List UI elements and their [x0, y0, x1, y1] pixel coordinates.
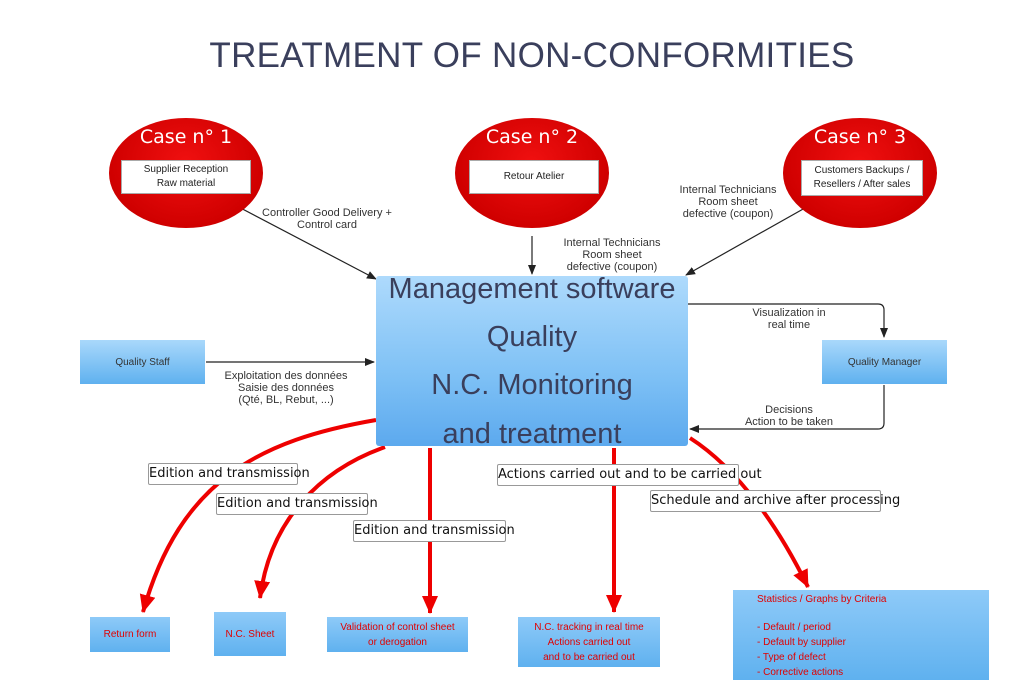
- case-2-circle: Case n° 2 Retour Atelier: [455, 118, 609, 228]
- case3-label-line1: Internal Technicians: [679, 184, 777, 196]
- red-arrow-statistics: [688, 436, 810, 588]
- statistics-spacer: [757, 607, 886, 620]
- staff-label-line3: (Qté, BL, Rebut, ...): [238, 394, 334, 406]
- case-2-box: Retour Atelier: [469, 160, 599, 194]
- nc-tracking-box: N.C. tracking in real time Actions carri…: [518, 617, 660, 667]
- case-1-circle: Case n° 1 Supplier Reception Raw materia…: [109, 118, 263, 228]
- case-1-title: Case n° 1: [139, 126, 233, 148]
- decisions-label-line1: Decisions: [765, 404, 813, 416]
- central-line-3: N.C. Monitoring: [431, 369, 633, 401]
- statistics-title: Statistics / Graphs by Criteria: [757, 594, 887, 605]
- case3-label-line2: Room sheet: [698, 196, 758, 208]
- edition-label-2: Edition and transmission: [216, 493, 378, 515]
- case2-label-line3: defective (coupon): [566, 261, 658, 273]
- central-line-2: Quality: [486, 321, 578, 353]
- arrow-visualization: [688, 303, 888, 338]
- case2-label-line1: Internal Technicians: [563, 237, 661, 249]
- staff-connector-label: Exploitation des données Saisie des donn…: [210, 370, 362, 406]
- decisions-label-line2: Action to be taken: [744, 416, 834, 428]
- case-1-box-line1: Supplier Reception: [143, 164, 229, 175]
- case-3-box-line2: Resellers / After sales: [813, 179, 911, 190]
- page-title: TREATMENT OF NON-CONFORMITIES: [209, 36, 855, 75]
- statistics-item-4: - Corrective actions: [757, 667, 844, 678]
- management-software-box: [376, 276, 688, 446]
- statistics-item-2: - Default by supplier: [757, 637, 846, 648]
- return-form-label: Return form: [103, 629, 157, 640]
- tracking-line1: N.C. tracking in real time: [534, 621, 644, 633]
- statistics-item-1: - Default / period: [757, 622, 831, 633]
- case-3-circle: Case n° 3 Customers Backups / Resellers …: [783, 118, 937, 228]
- actions-label: Actions carried out and to be carried ou…: [497, 464, 762, 486]
- quality-manager-box: Quality Manager: [822, 340, 947, 384]
- case1-label-line2: Control card: [297, 219, 357, 231]
- edition-label-3: Edition and transmission: [353, 520, 515, 542]
- return-form-box: Return form: [90, 617, 170, 652]
- case-3-box: Customers Backups / Resellers / After sa…: [801, 160, 923, 196]
- statistics-item-3: - Type of defect: [757, 652, 826, 663]
- arrow-decisions: [689, 385, 885, 433]
- case3-label-line3: defective (coupon): [682, 208, 774, 220]
- quality-manager-label: Quality Manager: [847, 356, 922, 368]
- case-3-title: Case n° 3: [813, 126, 907, 148]
- case3-connector-label: Internal Technicians Room sheet defectiv…: [664, 184, 792, 220]
- case1-label-line1: Controller Good Delivery +: [262, 207, 392, 219]
- visualization-label-line2: real time: [767, 319, 811, 331]
- edition-label-1: Edition and transmission: [148, 463, 310, 485]
- validation-line1: Validation of control sheet: [340, 621, 455, 633]
- case2-label-line2: Room sheet: [582, 249, 642, 261]
- tracking-line3: and to be carried out: [543, 651, 635, 663]
- central-line-1: Management software: [388, 273, 676, 305]
- tracking-line2: Actions carried out: [547, 636, 631, 648]
- statistics-box: Statistics / Graphs by Criteria - Defaul…: [733, 590, 989, 680]
- decisions-label: Decisions Action to be taken: [730, 404, 848, 428]
- quality-staff-label: Quality Staff: [115, 356, 170, 368]
- case2-connector-label: Internal Technicians Room sheet defectiv…: [548, 237, 676, 273]
- statistics-content: Statistics / Graphs by Criteria - Defaul…: [733, 590, 886, 680]
- staff-label-line1: Exploitation des données: [224, 370, 348, 382]
- case-1-box: Supplier Reception Raw material: [121, 160, 251, 194]
- case1-connector-label: Controller Good Delivery + Control card: [252, 207, 402, 231]
- nc-sheet-label: N.C. Sheet: [225, 628, 275, 640]
- schedule-label: Schedule and archive after processing: [650, 490, 900, 512]
- validation-line2: or derogation: [368, 636, 427, 648]
- case-2-title: Case n° 2: [485, 126, 579, 148]
- visualization-label-line1: Visualization in: [752, 307, 826, 319]
- case-1-box-line2: Raw material: [156, 178, 216, 189]
- case-3-box-line1: Customers Backups /: [814, 165, 910, 176]
- nc-sheet-box: N.C. Sheet: [214, 612, 286, 656]
- staff-label-line2: Saisie des données: [237, 382, 334, 394]
- quality-staff-box: Quality Staff: [80, 340, 205, 384]
- central-line-4: and treatment: [442, 418, 622, 450]
- case-2-box-line1: Retour Atelier: [503, 171, 565, 182]
- validation-box: Validation of control sheet or derogatio…: [327, 617, 468, 652]
- visualization-label: Visualization in real time: [738, 307, 840, 331]
